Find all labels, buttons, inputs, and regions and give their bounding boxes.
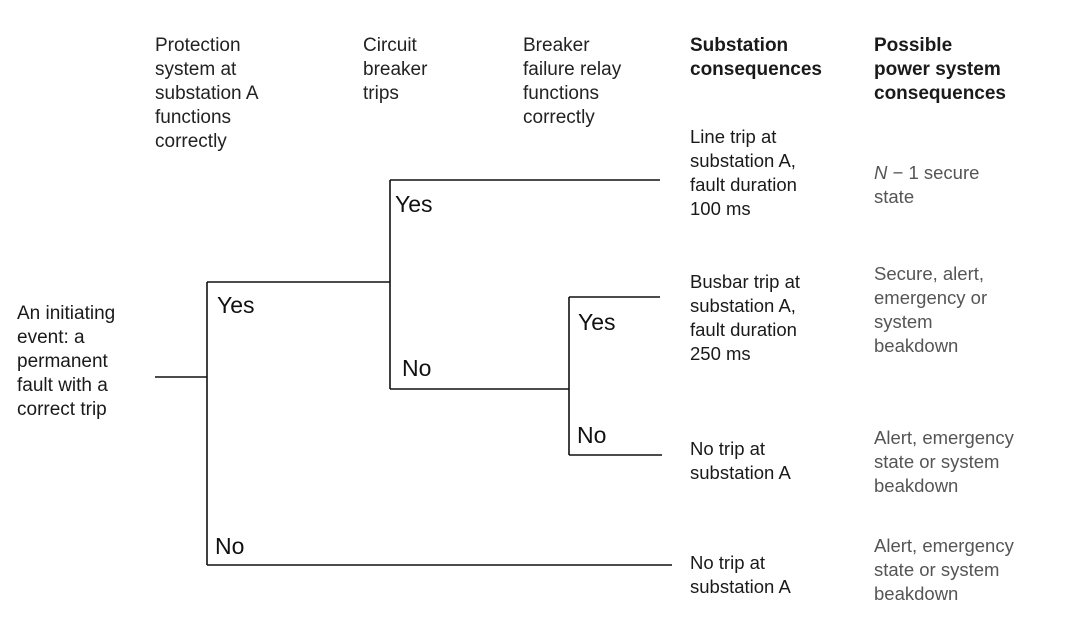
n-symbol: N — [874, 162, 888, 183]
substation-consequence-1: Line trip at substation A, fault duratio… — [690, 126, 797, 219]
relay-yes-label: Yes — [578, 309, 616, 335]
power-system-consequence-4: Alert, emergency state or system beakdow… — [874, 535, 1014, 604]
header-breaker-trips: Circuit breaker trips — [363, 35, 428, 104]
substation-consequence-4: No trip at substation A — [690, 552, 791, 597]
power-system-consequence-1-text: − 1 secure state — [874, 162, 980, 207]
header-substation-consequences: Substation consequences — [690, 35, 822, 80]
power-system-consequence-1: N − 1 secure state — [874, 161, 979, 209]
header-failure-relay: Breaker failure relay functions correctl… — [523, 35, 622, 128]
protection-yes-label: Yes — [217, 292, 255, 318]
breaker-yes-label: Yes — [395, 191, 433, 217]
protection-no-label: No — [215, 533, 245, 559]
substation-consequence-2: Busbar trip at substation A, fault durat… — [690, 271, 801, 364]
header-power-system-consequences: Possible power system consequences — [874, 35, 1006, 104]
substation-consequence-3: No trip at substation A — [690, 438, 791, 483]
initiating-event-label: An initiating event: a permanent fault w… — [17, 303, 116, 420]
power-system-consequence-3: Alert, emergency state or system beakdow… — [874, 427, 1014, 496]
power-system-consequence-2: Secure, alert, emergency or system beakd… — [874, 263, 988, 356]
header-protection-system: Protection system at substation A functi… — [155, 35, 259, 152]
relay-no-label: No — [577, 422, 607, 448]
breaker-no-label: No — [402, 355, 432, 381]
